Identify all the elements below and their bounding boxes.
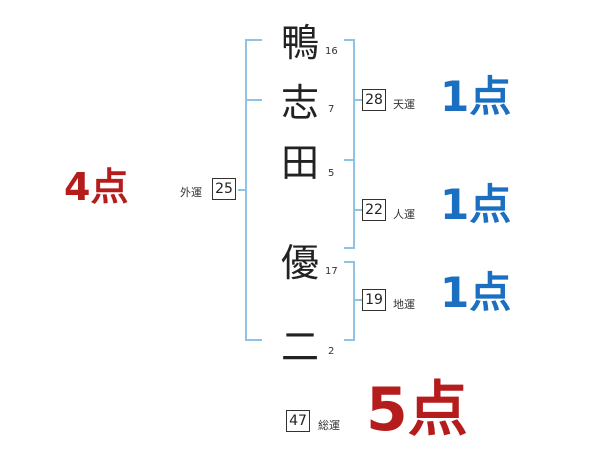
gaiun-label: 外運: [180, 186, 202, 199]
jinun-value-box: 22: [362, 199, 386, 221]
souun-value-box: 47: [286, 410, 310, 432]
tenun-value-box: 28: [362, 89, 386, 111]
stroke-count-2: 7: [328, 104, 335, 115]
souun-label: 総運: [318, 419, 340, 432]
stroke-count-5: 2: [328, 346, 335, 357]
stroke-count-3: 5: [328, 168, 335, 179]
name-char-1: 鴨: [280, 21, 319, 65]
stroke-count-4: 17: [325, 266, 338, 277]
tenun-points: 1点: [440, 72, 512, 121]
name-char-4: 優: [280, 241, 319, 285]
gaiun-points: 4点: [64, 165, 129, 209]
jinun-points: 1点: [440, 180, 512, 229]
chiun-label: 地運: [393, 298, 415, 311]
chiun-points: 1点: [440, 268, 512, 317]
jinun-label: 人運: [393, 208, 415, 221]
tenun-label: 天運: [393, 98, 415, 111]
souun-points: 5点: [366, 375, 468, 445]
name-char-3: 田: [280, 141, 319, 185]
chiun-value-box: 19: [362, 289, 386, 311]
name-char-5: 二: [280, 325, 319, 369]
name-char-2: 志: [280, 81, 319, 125]
gaiun-value-box: 25: [212, 178, 236, 200]
stroke-count-1: 16: [325, 46, 338, 57]
